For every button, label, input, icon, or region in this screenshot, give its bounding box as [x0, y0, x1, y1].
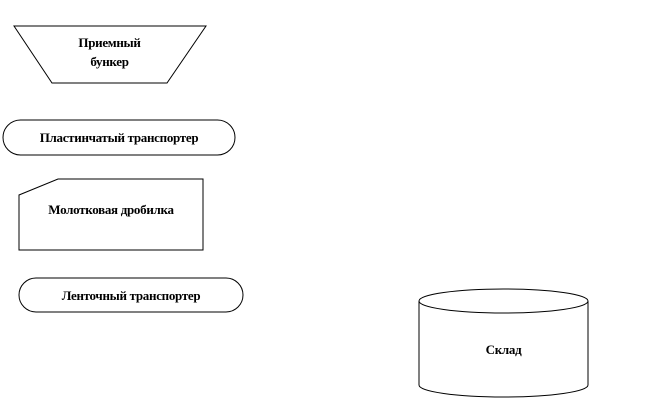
plate-conveyor-shape — [2, 119, 236, 156]
hammer-crusher-shape — [18, 178, 204, 251]
belt-conveyor-shape — [18, 277, 244, 313]
hopper-label-line1: Приемный — [78, 35, 141, 50]
hammer-crusher-label: Молотковая дробилка — [48, 202, 174, 217]
belt-conveyor-label: Ленточный транспортер — [61, 288, 201, 303]
hopper-label-line2: бункер — [90, 54, 129, 69]
hopper-shape — [13, 25, 207, 84]
warehouse-label: Склад — [485, 342, 522, 357]
warehouse-shape — [418, 288, 589, 398]
plate-conveyor-label: Пластинчатый транспортер — [39, 130, 199, 145]
hopper-label: Приемный бункер — [52, 33, 167, 71]
